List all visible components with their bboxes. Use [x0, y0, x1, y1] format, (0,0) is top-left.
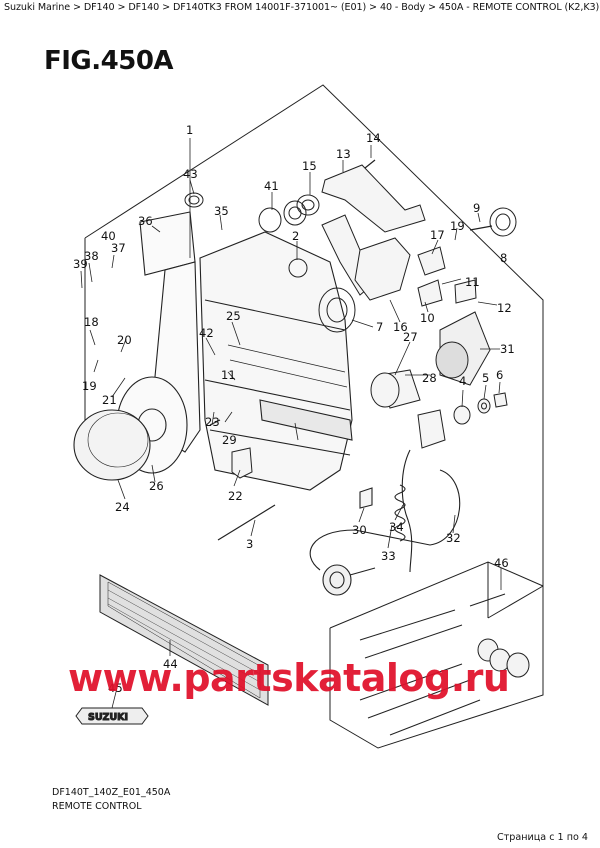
callout-21: 21: [102, 393, 117, 407]
callout-13: 13: [336, 147, 351, 161]
callout-23: 23: [205, 415, 220, 429]
trim-knob: [435, 311, 491, 386]
callout-27: 27: [403, 330, 418, 344]
callout-20: 20: [117, 333, 132, 347]
callout-37: 37: [111, 241, 126, 255]
callout-35: 35: [214, 204, 229, 218]
bracket: [321, 164, 426, 233]
callout-28: 28: [422, 371, 437, 385]
callout-15: 15: [302, 159, 317, 173]
leader-lines: [80, 138, 502, 709]
watermark: www.partskatalog.ru: [68, 656, 510, 700]
callout-5: 5: [482, 371, 489, 385]
ignition-switch: [370, 369, 446, 449]
accessory-kit: [359, 593, 530, 736]
suzuki-emblem: SUZUKI: [75, 707, 149, 725]
callout-45: 45: [108, 681, 123, 695]
side-cover: [73, 409, 151, 481]
callout-41: 41: [264, 179, 279, 193]
callout-9: 9: [473, 201, 480, 215]
screws: [209, 159, 493, 541]
callout-18: 18: [84, 315, 99, 329]
cam-plate: [354, 237, 411, 301]
callout-6: 6: [496, 368, 503, 382]
callout-24: 24: [115, 500, 130, 514]
callout-46: 46: [494, 556, 509, 570]
callout-33: 33: [381, 549, 396, 563]
callout-38: 38: [84, 249, 99, 263]
callout-34: 34: [389, 520, 404, 534]
callout-17: 17: [430, 228, 445, 242]
callout-43: 43: [183, 167, 198, 181]
callout-19-left: 19: [82, 379, 97, 393]
callout-25: 25: [226, 309, 241, 323]
callout-8: 8: [500, 251, 507, 265]
callout-16: 16: [393, 320, 408, 334]
callout-numbers: 1 2 3 4 5 6 7 8 9 10 11 11 12 13 14 15 1…: [73, 123, 515, 695]
footer-name: REMOTE CONTROL: [52, 801, 142, 812]
callout-2: 2: [292, 229, 299, 243]
callout-32: 32: [446, 531, 461, 545]
callout-11-left: 11: [221, 368, 236, 382]
emblem-text: SUZUKI: [88, 712, 128, 723]
callout-26: 26: [149, 479, 164, 493]
callout-30: 30: [352, 523, 367, 537]
callout-3: 3: [246, 537, 253, 551]
small-parts: [417, 246, 508, 425]
pager[interactable]: Страница с 1 по 4: [497, 832, 588, 843]
callout-1: 1: [186, 123, 193, 137]
callout-7: 7: [376, 320, 383, 334]
trim-cover-plate: [99, 574, 269, 706]
diagram-frame: [84, 84, 544, 619]
callout-36: 36: [138, 214, 153, 228]
callout-14: 14: [366, 131, 381, 145]
figure-title: FIG.450A: [44, 46, 174, 76]
callout-4: 4: [459, 374, 466, 388]
callout-39: 39: [73, 257, 88, 271]
callout-29: 29: [222, 433, 237, 447]
footer-code: DF140T_140Z_E01_450A: [52, 787, 171, 798]
callout-22: 22: [228, 489, 243, 503]
callout-31: 31: [500, 342, 515, 356]
remote-control-housing: [199, 231, 353, 491]
callout-42: 42: [199, 326, 214, 340]
accessory-frame: [329, 561, 544, 749]
rings: [184, 192, 517, 278]
mounting-bracket: [231, 447, 253, 479]
friction-disc: [318, 287, 356, 333]
breadcrumb[interactable]: Suzuki Marine > DF140 > DF140 > DF140TK3…: [4, 2, 600, 13]
callout-19-right: 19: [450, 219, 465, 233]
callout-10: 10: [420, 311, 435, 325]
callout-44: 44: [163, 657, 178, 671]
callout-11-right: 11: [465, 275, 480, 289]
callout-12: 12: [497, 301, 512, 315]
wiring-harness: [309, 449, 461, 596]
callout-40: 40: [101, 229, 116, 243]
